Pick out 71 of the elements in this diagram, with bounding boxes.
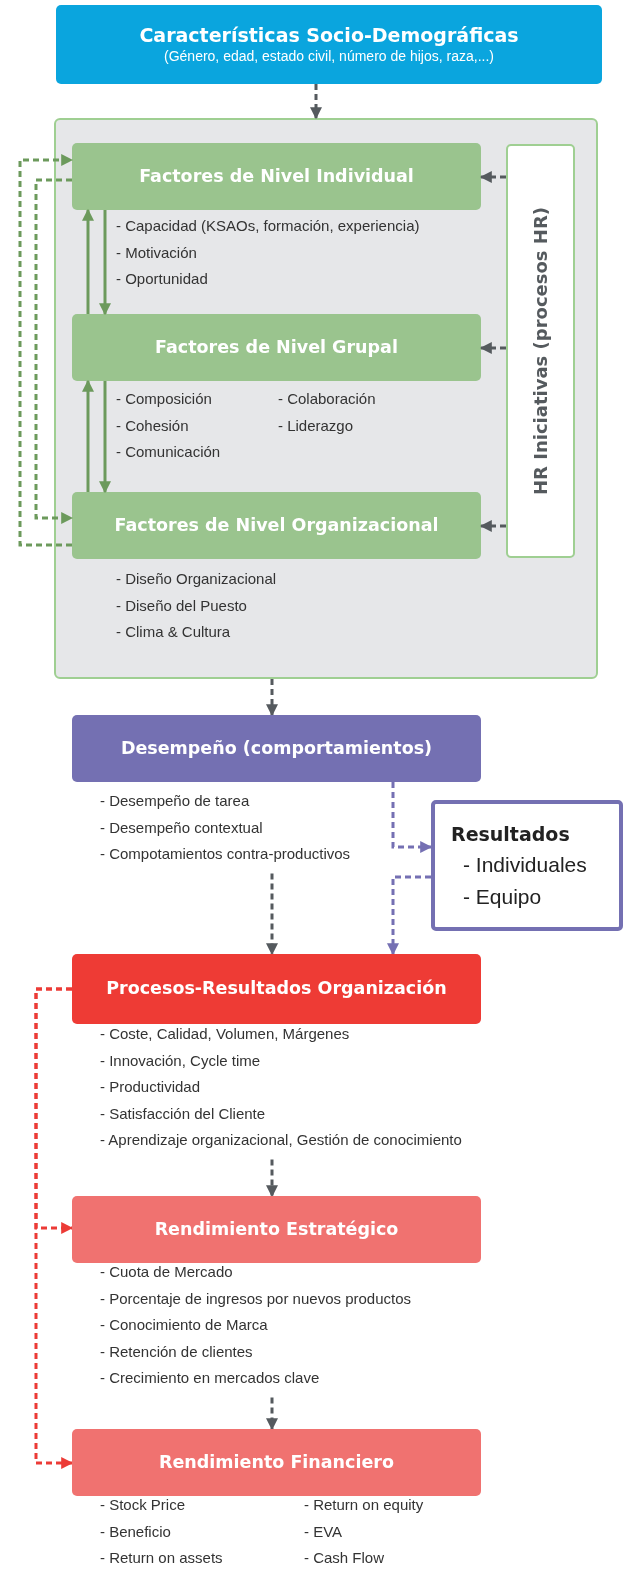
results-box (431, 800, 623, 931)
box-title: Características Socio-Demográficas (139, 23, 519, 48)
factor-box (72, 314, 481, 381)
list-item: - Equipo (462, 883, 542, 910)
box-heading: Resultados (451, 821, 570, 847)
factor-box (72, 492, 481, 559)
group-panel (54, 118, 598, 679)
box-title: Rendimiento Estratégico (154, 1218, 399, 1241)
list-item: - Colaboración (278, 389, 376, 409)
outcome-box (72, 1196, 481, 1263)
list-item: - Aprendizaje organizacional, Gestión de conocimiento (100, 1130, 462, 1150)
list-item: - Oportunidad (116, 269, 208, 289)
arrow (99, 381, 111, 494)
box-title: Rendimiento Financiero (159, 1451, 394, 1474)
arrow (310, 84, 322, 120)
list-item: - Desempeño contextual (100, 817, 263, 838)
outcome-box (72, 1429, 481, 1496)
arrow (266, 873, 278, 956)
list-item: - Capacidad (KSAOs, formación, experiencia) (116, 216, 420, 236)
list-item: - Individuales (462, 852, 587, 879)
side-panel (506, 144, 575, 558)
list-item: - Satisfacción del Cliente (100, 1103, 266, 1124)
arrow (479, 342, 506, 354)
list-item: - Comunicación (116, 442, 221, 462)
list-item: - Retención de clientes (100, 1341, 253, 1362)
box-title: Factores de Nivel Organizacional (114, 514, 439, 537)
arrow (387, 875, 431, 956)
list-item: - Conocimiento de Marca (100, 1315, 268, 1335)
process-box (72, 954, 481, 1024)
vertical-label: HR Iniciativas (procesos HR) (530, 207, 551, 495)
list-item: - Desempeño de tarea (100, 791, 250, 811)
arrow (479, 171, 506, 183)
arrow (266, 679, 278, 717)
box-title: Factores de Nivel Individual (139, 165, 414, 188)
box-title: Desempeño (comportamientos) (120, 737, 433, 760)
list-item: - Diseño del Puesto (116, 595, 247, 616)
arrow (391, 782, 433, 853)
box-title: Procesos-Resultados Organización (106, 978, 447, 1000)
factor-box (72, 143, 481, 210)
list-item: - Crecimiento en mercados clave (100, 1368, 320, 1388)
arrow (266, 1397, 278, 1431)
list-item: - Innovación, Cycle time (100, 1050, 261, 1071)
list-item: - EVA (304, 1521, 343, 1542)
arrow (34, 178, 74, 524)
list-item: - Cash Flow (304, 1548, 385, 1568)
arrow (99, 210, 111, 316)
list-item: - Return on equity (304, 1495, 424, 1515)
list-item: - Return on assets (100, 1548, 223, 1568)
list-item: - Motivación (116, 242, 197, 263)
arrow (479, 520, 506, 532)
header-box (56, 5, 602, 84)
arrow (18, 154, 74, 547)
arrow (266, 1159, 278, 1198)
list-item: - Coste, Calidad, Volumen, Márgenes (100, 1024, 350, 1044)
list-item: - Cohesión (116, 415, 189, 436)
performance-box (72, 715, 481, 782)
arrow (82, 379, 94, 492)
list-item: - Stock Price (100, 1495, 186, 1515)
list-item: - Compotamientos contra-productivos (100, 844, 351, 864)
list-item: - Liderazgo (278, 415, 354, 436)
arrow (34, 987, 74, 1469)
list-item: - Cuota de Mercado (100, 1262, 233, 1282)
list-item: - Productividad (100, 1077, 201, 1097)
list-item: - Clima & Cultura (116, 622, 231, 642)
box-title: Factores de Nivel Grupal (155, 336, 398, 359)
arrow (82, 208, 94, 314)
list-item: - Diseño Organizacional (116, 569, 277, 589)
list-item: - Porcentaje de ingresos por nuevos productos (100, 1288, 411, 1309)
list-item: - Beneficio (100, 1521, 171, 1542)
box-subtitle: (Género, edad, estado civil, número de hijos, raza,...) (164, 47, 494, 66)
list-item: - Composición (116, 389, 212, 409)
